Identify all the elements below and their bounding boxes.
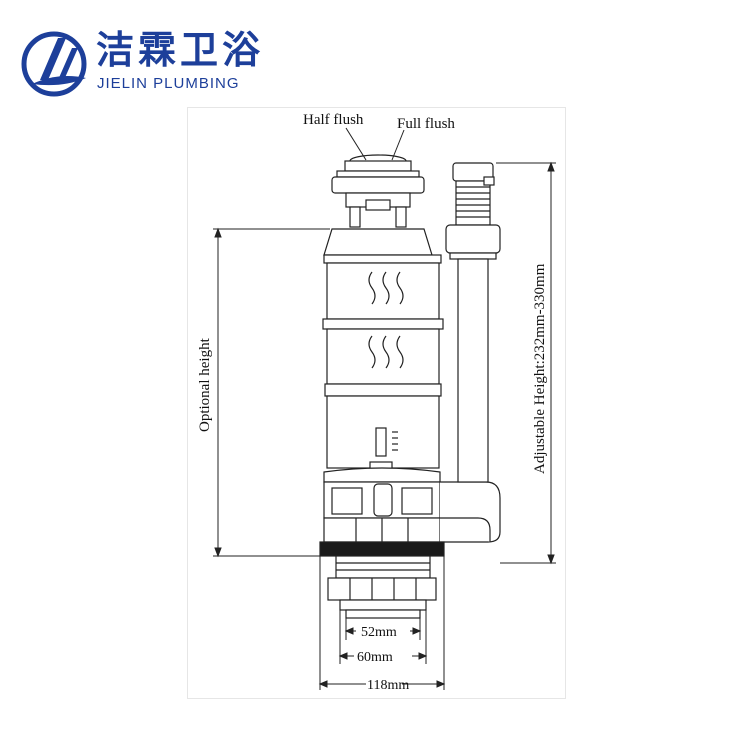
wave-marks — [368, 271, 404, 369]
half-flush-leader — [345, 127, 367, 161]
full-flush-leader — [391, 129, 405, 161]
adjustment-scale — [369, 427, 398, 473]
logo-stroke-icon — [40, 38, 66, 80]
half-flush-label: Half flush — [303, 112, 364, 128]
brand-logo — [21, 31, 87, 97]
brand-name-english: JIELIN PLUMBING — [97, 75, 240, 92]
adjustable-height-label: Adjustable Height:232mm-330mm — [532, 263, 548, 474]
full-flush-label: Full flush — [397, 116, 455, 132]
dimension-52mm — [344, 618, 422, 640]
overflow-tube — [445, 162, 501, 483]
adjustable-height-dimension — [496, 161, 556, 565]
threaded-base — [327, 555, 437, 619]
dimension-118mm-label: 118mm — [367, 678, 409, 693]
logo-ring-icon — [21, 31, 87, 97]
push-button — [331, 154, 425, 228]
dimension-60mm — [338, 610, 428, 664]
dimension-118mm — [318, 556, 446, 690]
dimension-52mm-label: 52mm — [361, 625, 397, 640]
dimension-60mm-label: 60mm — [357, 650, 393, 665]
optional-height-dimension — [213, 227, 330, 558]
optional-height-label: Optional height — [197, 337, 213, 432]
brand-name-chinese: 洁霖卫浴 — [96, 28, 265, 72]
lower-housing — [323, 467, 501, 543]
seal-gasket — [319, 541, 445, 557]
